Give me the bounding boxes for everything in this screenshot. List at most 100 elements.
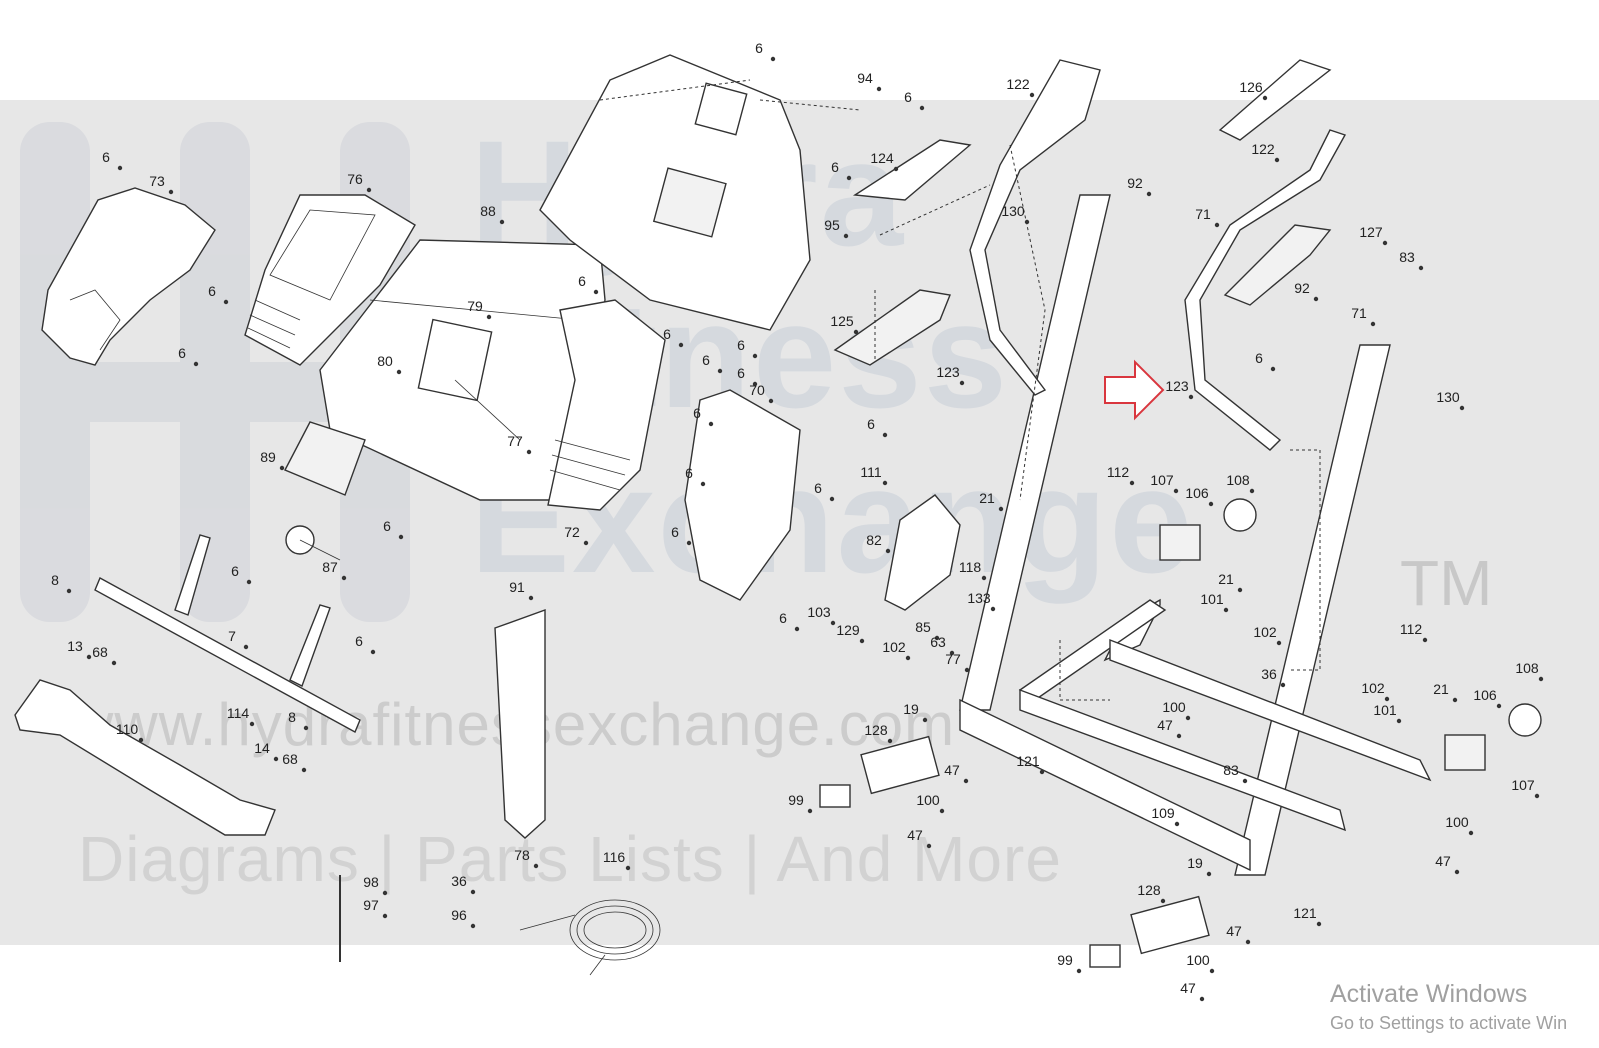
hardware-dot <box>853 329 859 335</box>
hardware-dot <box>1076 968 1082 974</box>
hardware-dot <box>678 342 684 348</box>
hardware-dot <box>1276 640 1282 646</box>
hardware-dot <box>1176 733 1182 739</box>
hardware-dot <box>1214 222 1220 228</box>
part-callout: 130 <box>1001 203 1025 219</box>
part-callout: 6 <box>779 610 787 626</box>
hardware-dot <box>470 889 476 895</box>
part-callout: 128 <box>1137 882 1161 898</box>
handlebar-123-left <box>969 59 1101 396</box>
hardware-dot <box>990 606 996 612</box>
part-callout: 87 <box>322 559 338 575</box>
hardware-dot <box>846 175 852 181</box>
bracket-82 <box>884 494 961 611</box>
part-callout: 6 <box>178 345 186 361</box>
hardware-dot <box>1199 996 1205 1002</box>
part-callout: 8 <box>51 572 59 588</box>
shroud-70 <box>684 389 801 601</box>
hardware-dot <box>249 721 255 727</box>
upright-right <box>1234 344 1391 876</box>
part-callout: 110 <box>116 721 139 737</box>
windows-activation-notice: Activate Windows Go to Settings to activ… <box>1330 980 1567 1034</box>
hardware-dot <box>1245 939 1251 945</box>
hardware-dot <box>396 369 402 375</box>
part-callout: 6 <box>231 563 239 579</box>
part-callout: 6 <box>663 326 671 342</box>
part-callout: 21 <box>1433 681 1449 697</box>
hardware-dot <box>922 717 928 723</box>
hardware-dot <box>964 667 970 673</box>
hardware-dot <box>1496 703 1502 709</box>
part-callout: 130 <box>1436 389 1460 405</box>
upright-left <box>959 194 1111 711</box>
part-callout: 6 <box>755 40 763 56</box>
part-callout: 122 <box>1251 141 1275 157</box>
hardware-dot <box>926 843 932 849</box>
part-callout: 77 <box>945 651 961 667</box>
part-callout: 100 <box>1445 814 1469 830</box>
part-callout: 116 <box>603 849 626 865</box>
hardware-dot <box>1538 676 1544 682</box>
activation-subtitle: Go to Settings to activate Win <box>1330 1013 1568 1033</box>
wheel-108 <box>1223 498 1257 532</box>
endcap-128 <box>860 735 940 795</box>
part-callout: 109 <box>1151 805 1175 821</box>
hardware-dot <box>882 432 888 438</box>
part-callout: 101 <box>1200 591 1224 607</box>
part-callout: 68 <box>92 644 108 660</box>
bracket-106-2 <box>1444 734 1486 771</box>
part-callout: 99 <box>1057 952 1073 968</box>
part-callout: 13 <box>67 638 83 654</box>
hardware-dot <box>1223 607 1229 613</box>
hardware-dot <box>939 808 945 814</box>
part-callout: 80 <box>377 353 393 369</box>
part-callout: 73 <box>149 173 165 189</box>
hardware-dot <box>1316 921 1322 927</box>
hardware-dot <box>246 579 252 585</box>
part-callout: 112 <box>1107 464 1130 480</box>
trim-110 <box>14 679 276 836</box>
part-callout: 78 <box>514 847 530 863</box>
part-callout: 6 <box>737 337 745 353</box>
part-callout: 112 <box>1400 621 1423 637</box>
foot-99 <box>819 784 851 808</box>
part-callout: 88 <box>480 203 496 219</box>
grille-89 <box>284 421 366 496</box>
part-callout: 6 <box>578 273 586 289</box>
hardware-dot <box>593 289 599 295</box>
hardware-dot <box>1208 501 1214 507</box>
part-callout: 114 <box>227 705 250 721</box>
hardware-dot <box>1468 830 1474 836</box>
hardware-dot <box>1452 697 1458 703</box>
hardware-dot <box>1313 296 1319 302</box>
hardware-dot <box>752 381 758 387</box>
hardware-dot <box>876 86 882 92</box>
part-callout: 122 <box>1006 76 1030 92</box>
hardware-dot <box>859 638 865 644</box>
hardware-dot <box>949 650 955 656</box>
grip-127 <box>1223 224 1332 306</box>
part-callout: 6 <box>867 416 875 432</box>
part-callout: 123 <box>1165 378 1189 394</box>
part-callout: 47 <box>1226 923 1242 939</box>
part-callout: 77 <box>507 433 523 449</box>
part-callout: 100 <box>1186 952 1210 968</box>
hardware-dot <box>1396 718 1402 724</box>
hardware-dot <box>138 737 144 743</box>
hardware-dot <box>1454 869 1460 875</box>
hardware-dot <box>1384 696 1390 702</box>
part-callout: 118 <box>959 559 982 575</box>
hardware-dot <box>905 655 911 661</box>
hardware-dot <box>1129 480 1135 486</box>
hardware-dot <box>117 165 123 171</box>
hardware-dot <box>893 166 899 172</box>
part-callout: 47 <box>1435 853 1451 869</box>
part-callout: 111 <box>860 464 881 480</box>
hardware-dot <box>1418 265 1424 271</box>
hardware-dot <box>279 465 285 471</box>
part-callout: 106 <box>1473 687 1497 703</box>
hardware-dot <box>1160 898 1166 904</box>
hardware-dot <box>625 865 631 871</box>
hardware-dot <box>223 299 229 305</box>
